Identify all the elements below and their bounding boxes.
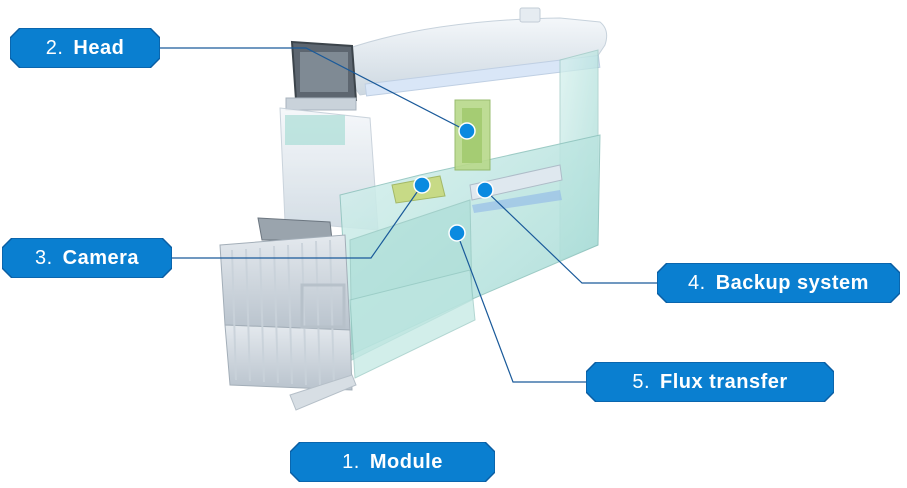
leader-flux <box>456 232 586 383</box>
callout-dot-icon <box>476 181 494 199</box>
left-tower-glass <box>285 115 345 145</box>
label-head-number: 2. <box>45 36 64 59</box>
label-flux-name: Flux transfer <box>660 370 788 393</box>
callout-dot-icon <box>448 224 466 242</box>
label-flux-bg <box>586 362 834 402</box>
label-module-text: 1. Module <box>342 451 443 474</box>
label-module-bg <box>290 442 495 482</box>
label-camera-bg <box>2 238 172 278</box>
label-camera-number: 3. <box>34 246 53 269</box>
conveyor-belt <box>472 190 562 213</box>
label-head-name: Head <box>73 36 125 59</box>
label-backup-name: Backup system <box>715 271 869 294</box>
label-module: 1. Module <box>290 442 495 482</box>
base-plate <box>289 374 357 411</box>
leader-lines <box>160 47 657 383</box>
label-backup-bg <box>657 263 900 303</box>
label-module-name: Module <box>369 450 443 473</box>
label-head: 2. Head <box>10 28 160 68</box>
label-flux-text: 5. Flux transfer <box>632 371 787 394</box>
label-head-bg <box>10 28 160 68</box>
label-flux: 5. Flux transfer <box>586 362 834 402</box>
label-backup-text: 4. Backup system <box>688 272 869 295</box>
gantry-top <box>329 17 608 96</box>
leader-camera <box>172 184 423 259</box>
label-camera: 3. Camera <box>2 238 172 278</box>
label-backup-number: 4. <box>688 271 706 294</box>
callout-dot-icon <box>413 176 431 194</box>
feeder-lanes <box>231 239 335 388</box>
gantry-rail <box>364 54 601 97</box>
label-head-text: 2. Head <box>46 37 125 60</box>
gantry-knob <box>519 7 541 23</box>
feeder-handle <box>300 283 346 329</box>
label-backup: 4. Backup system <box>657 263 900 303</box>
monitor-screen <box>300 52 348 92</box>
label-module-number: 1. <box>342 450 360 473</box>
monitor-base <box>285 97 357 111</box>
lower-body <box>349 269 476 379</box>
leader-head <box>160 47 468 132</box>
label-flux-number: 5. <box>632 370 651 393</box>
label-camera-text: 3. Camera <box>35 247 139 270</box>
leader-backup <box>484 189 657 284</box>
callout-dot-icon <box>458 122 476 140</box>
label-camera-name: Camera <box>62 246 140 269</box>
